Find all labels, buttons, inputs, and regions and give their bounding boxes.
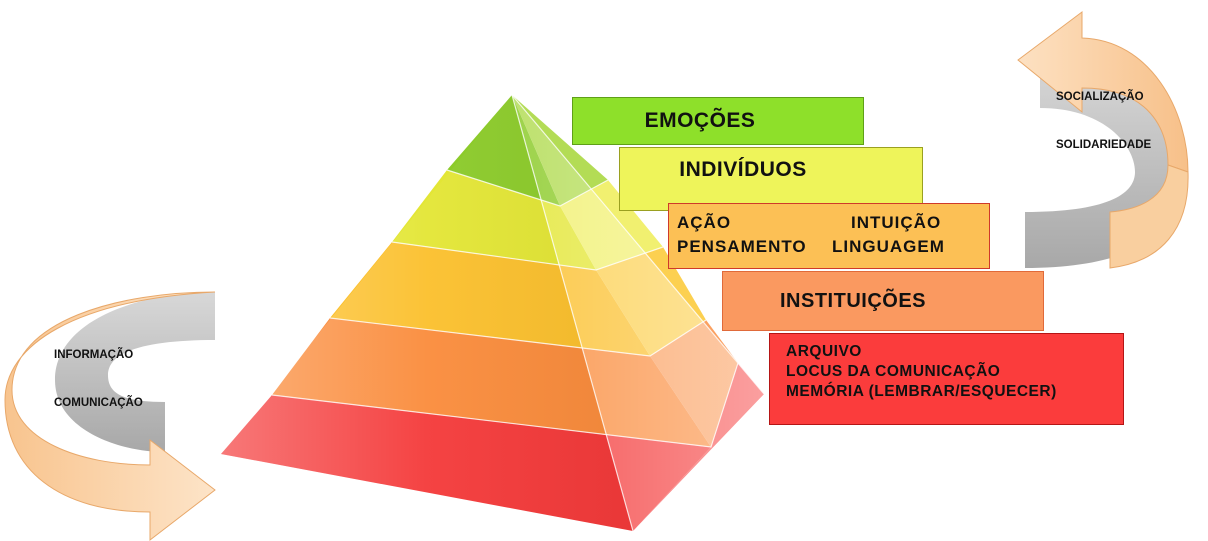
socializacao-text: SOCIALIZAÇÃO — [1056, 91, 1144, 103]
solidariedade-text: SOLIDARIEDADE — [1056, 139, 1152, 151]
level-label-acao-pensamento: AÇÃO INTUIÇÃO PENSAMENTO LINGUAGEM — [668, 203, 990, 269]
comunicacao-text: COMUNICAÇÃO — [54, 397, 143, 409]
level-label-arquivo: ARQUIVO LOCUS DA COMUNICAÇÃO MEMÓRIA (LE… — [769, 333, 1124, 425]
acao-text: AÇÃO — [677, 213, 732, 232]
linguagem-text: LINGUAGEM — [832, 237, 945, 256]
left-circular-arrow — [4, 291, 216, 541]
right-circular-arrow — [1017, 11, 1189, 269]
pensamento-text: PENSAMENTO — [677, 237, 807, 256]
left-arrow-shadow — [55, 292, 215, 452]
pyramid-edges — [271, 94, 765, 532]
level-label-emocoes: EMOÇÕES — [572, 97, 864, 145]
locus-text: LOCUS DA COMUNICAÇÃO — [786, 363, 1001, 380]
level-label-individuos: INDIVÍDUOS — [619, 147, 923, 211]
informacao-text: INFORMAÇÃO — [54, 349, 134, 361]
intuicao-text: INTUIÇÃO — [851, 213, 942, 232]
arquivo-text: ARQUIVO — [786, 343, 862, 360]
instituicoes-text: INSTITUIÇÕES — [779, 289, 926, 312]
individuos-text: INDIVÍDUOS — [679, 158, 807, 181]
memoria-text: MEMÓRIA (LEMBRAR/ESQUECER) — [786, 383, 1057, 400]
emocoes-text: EMOÇÕES — [644, 109, 756, 132]
left-arrow-body — [4, 291, 216, 541]
level-label-instituicoes: INSTITUIÇÕES — [722, 271, 1044, 331]
